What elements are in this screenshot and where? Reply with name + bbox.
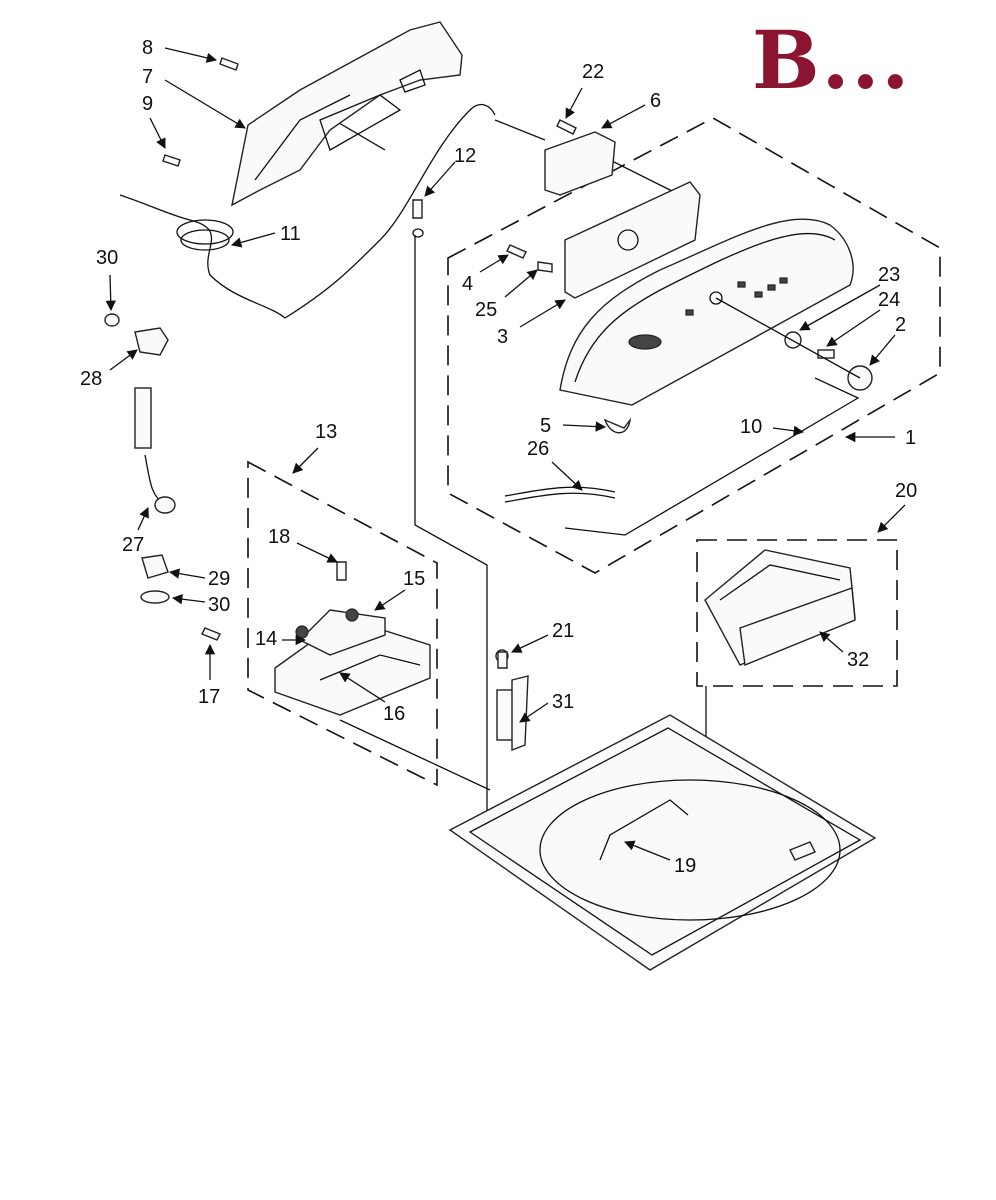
label-30-bottom: 30 — [208, 594, 230, 616]
console-back-panel — [231, 21, 463, 207]
valve-assembly-outline — [247, 460, 438, 787]
console-bezel — [559, 218, 854, 406]
label-4: 4 — [462, 273, 473, 295]
label-15: 15 — [403, 568, 425, 590]
label-12: 12 — [454, 145, 476, 167]
label-29: 29 — [208, 568, 230, 590]
label-3: 3 — [497, 326, 508, 348]
user-interface-board — [544, 131, 701, 299]
label-21: 21 — [552, 620, 574, 642]
knob-axis — [715, 297, 861, 379]
wire-harness-26b — [504, 492, 616, 503]
dispenser-assembly-outline — [696, 539, 898, 687]
label-27: 27 — [122, 534, 144, 556]
callout-arrows — [105, 47, 906, 861]
label-9: 9 — [142, 93, 153, 115]
water-inlet-parts — [104, 313, 176, 604]
cabinet-top — [448, 714, 877, 971]
leader-harness — [494, 119, 546, 141]
label-13: 13 — [315, 421, 337, 443]
clip-5 — [603, 417, 632, 434]
lid-rod — [564, 377, 860, 536]
label-30-top: 30 — [96, 247, 118, 269]
label-5: 5 — [540, 415, 551, 437]
knob-nut — [784, 331, 802, 349]
label-32: 32 — [847, 649, 869, 671]
label-8: 8 — [142, 37, 153, 59]
label-22: 22 — [582, 61, 604, 83]
wire-harness — [284, 103, 496, 319]
label-14: 14 — [255, 628, 277, 650]
part-labels: 8 7 9 11 12 22 6 4 25 3 23 24 2 5 10 1 2… — [80, 37, 917, 877]
cord-coil — [176, 219, 234, 245]
label-24: 24 — [878, 289, 900, 311]
label-23: 23 — [878, 264, 900, 286]
inlet-valve-assembly — [274, 608, 431, 716]
label-2: 2 — [895, 314, 906, 336]
knob-spring — [817, 349, 835, 359]
label-19: 19 — [674, 855, 696, 877]
label-7: 7 — [142, 66, 153, 88]
cord-coil-2 — [180, 229, 230, 251]
label-20: 20 — [895, 480, 917, 502]
power-cord — [119, 194, 286, 319]
leader-to-base-b — [339, 719, 491, 791]
label-31: 31 — [552, 691, 574, 713]
label-28: 28 — [80, 368, 102, 390]
label-16: 16 — [383, 703, 405, 725]
label-17: 17 — [198, 686, 220, 708]
label-10: 10 — [740, 416, 762, 438]
leader-to-base-a — [414, 235, 488, 820]
label-18: 18 — [268, 526, 290, 548]
label-11: 11 — [280, 223, 301, 245]
label-6: 6 — [650, 90, 661, 112]
screws — [162, 57, 577, 669]
wire-harness-26 — [504, 486, 616, 497]
label-25: 25 — [475, 299, 497, 321]
dispenser-drawer — [704, 549, 856, 666]
corner-title: B... — [752, 13, 912, 107]
label-1: 1 — [905, 427, 916, 449]
label-26: 26 — [527, 438, 549, 460]
